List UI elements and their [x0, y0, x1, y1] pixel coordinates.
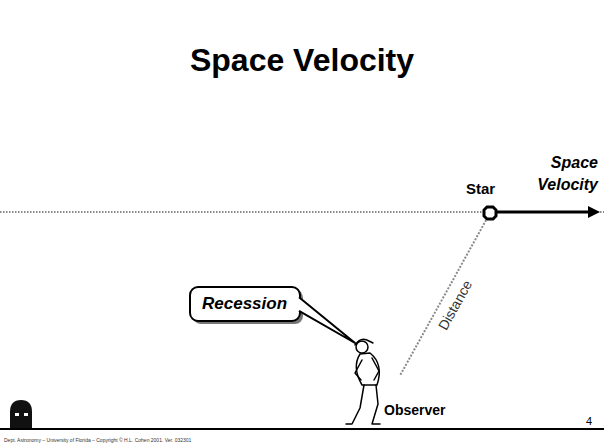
slide-title: Space Velocity: [0, 42, 604, 79]
edge-label: Distance: [434, 275, 476, 334]
tombstone-mark: [24, 413, 28, 416]
observer-node: Observer: [374, 376, 450, 420]
node-text: Recession: [202, 294, 288, 314]
observer-body: [356, 353, 379, 385]
tombstone-mark: [15, 413, 19, 416]
node-text: Observer: [384, 402, 450, 418]
distance-line: [400, 220, 486, 376]
star-node: Star: [466, 180, 498, 220]
velocity-label: Space Velocity: [526, 152, 598, 196]
bubble-tail: [299, 297, 355, 343]
observer-cap: [355, 339, 373, 345]
observer-legs: [346, 385, 380, 424]
slide-number: 4: [586, 415, 592, 427]
star-symbol: [484, 207, 496, 219]
node-text: Star: [466, 180, 498, 197]
velocity-arrow-shaft: [497, 211, 590, 214]
dotted-horizon: [0, 211, 604, 213]
observer-head: [356, 341, 368, 353]
velocity-arrow-head: [588, 206, 600, 218]
footer-note: Dept. Astronomy – University of Florida …: [4, 437, 191, 443]
speech-bubble: Recession: [190, 287, 300, 321]
observer-arms: [355, 358, 379, 380]
tombstone-icon: [10, 400, 32, 428]
ground-line: [0, 428, 604, 430]
bubble-box: [190, 287, 300, 321]
observer-figure: [346, 339, 380, 424]
